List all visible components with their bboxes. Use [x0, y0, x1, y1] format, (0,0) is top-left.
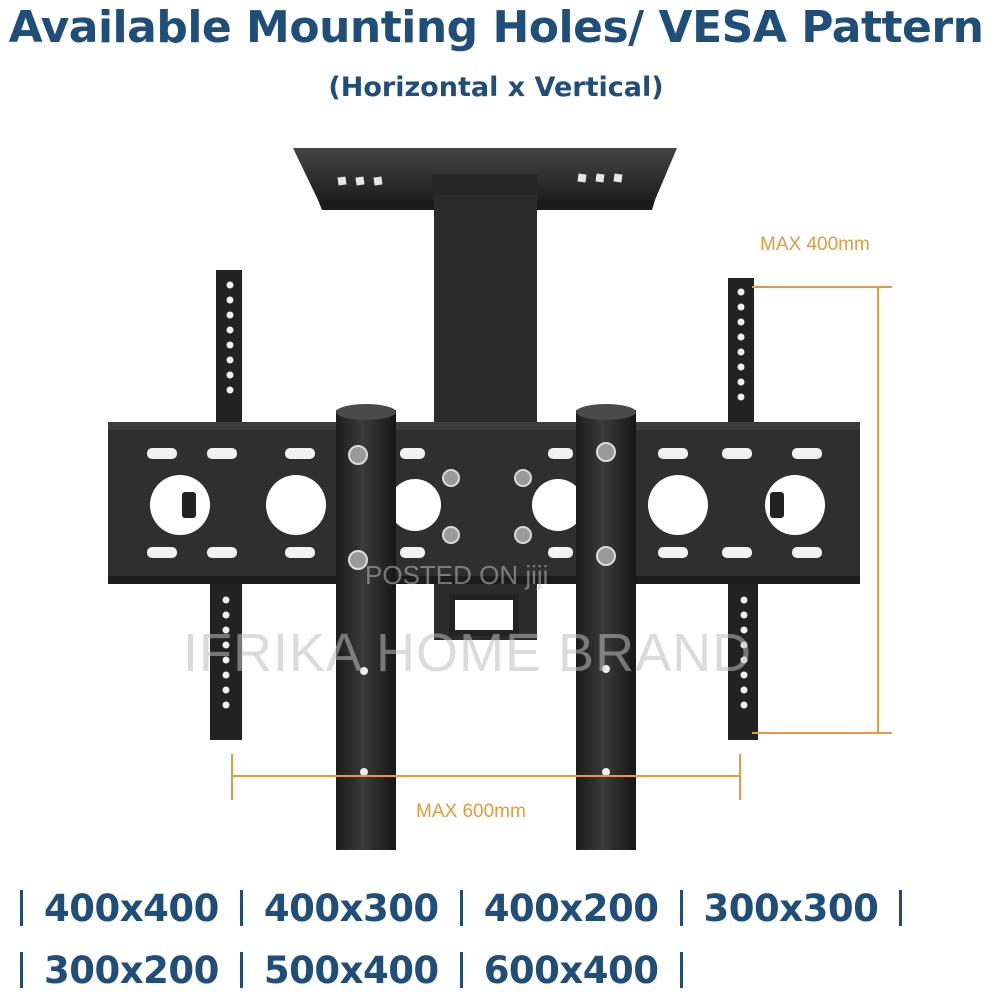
vesa-pattern-item: 400x300 — [263, 886, 439, 930]
vesa-pattern-row-2: 300x200 500x400 600x400 — [20, 945, 683, 995]
separator — [899, 890, 903, 926]
separator — [459, 890, 463, 926]
watermark-posted-on: POSTED ON jiji — [365, 560, 549, 590]
page-title: Available Mounting Holes/ VESA Pattern — [8, 2, 984, 53]
right-bracket-arm — [728, 278, 758, 740]
separator — [20, 952, 23, 988]
separator — [20, 890, 23, 926]
page-subtitle: (Horizontal x Vertical) — [328, 72, 664, 103]
center-bolts — [442, 469, 532, 544]
left-bracket-arm — [210, 270, 242, 740]
separator — [679, 890, 683, 926]
tv-mount-photo — [108, 148, 892, 850]
vesa-pattern-row-1: 400x400 400x300 400x200 300x300 — [20, 883, 903, 933]
horizontal-dimension-label: MAX 600mm — [416, 801, 526, 822]
mounting-plate — [108, 422, 860, 584]
vertical-dimension-label: MAX 400mm — [760, 234, 870, 255]
vesa-pattern-item: 600x400 — [483, 948, 659, 992]
separator — [239, 952, 243, 988]
vesa-pattern-item: 300x300 — [703, 886, 879, 930]
separator — [239, 890, 243, 926]
separator — [679, 952, 683, 988]
watermark-brand: IFRIKA HOME BRAND — [183, 623, 753, 683]
vesa-pattern-item: 300x200 — [44, 948, 219, 992]
vertical-dimension-line — [752, 286, 892, 734]
vesa-pattern-item: 400x400 — [44, 886, 219, 930]
horizontal-dimension-line — [231, 754, 741, 800]
vesa-pattern-item: 400x200 — [483, 886, 659, 930]
vesa-pattern-item: 500x400 — [263, 948, 439, 992]
top-shelf — [293, 148, 677, 210]
separator — [459, 952, 463, 988]
